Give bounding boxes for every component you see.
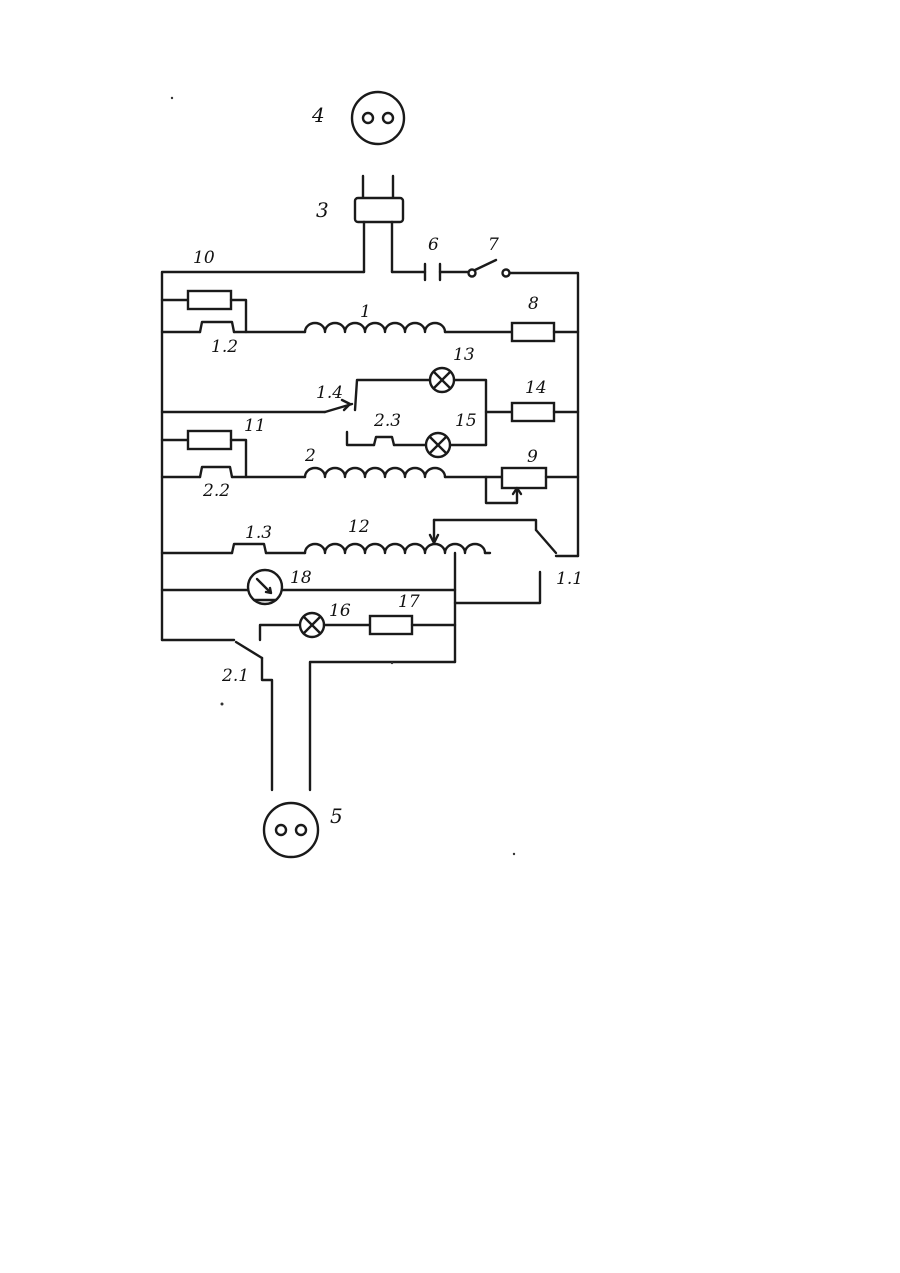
label-resistor-14: 14 bbox=[525, 378, 547, 398]
plug-5 bbox=[264, 803, 318, 857]
label-contact-1-1: 1.1 bbox=[556, 569, 583, 589]
plug-4 bbox=[352, 92, 404, 144]
label-plug-5: 5 bbox=[330, 804, 343, 828]
label-coil-12: 12 bbox=[348, 517, 370, 537]
resistor-14 bbox=[512, 403, 554, 421]
coil-1 bbox=[305, 323, 445, 332]
rheostat-9 bbox=[502, 468, 546, 488]
label-contact-2-2: 2.2 bbox=[202, 481, 230, 501]
resistor-17 bbox=[370, 616, 412, 634]
resistor-11 bbox=[188, 431, 231, 449]
label-contact-1-3: 1.3 bbox=[245, 523, 272, 543]
label-resistor-17: 17 bbox=[398, 592, 420, 612]
label-connector-3: 3 bbox=[316, 198, 329, 222]
label-coil-1: 1 bbox=[360, 302, 371, 322]
resistor-8 bbox=[512, 323, 554, 341]
output-branch bbox=[162, 640, 455, 790]
label-contact-6: 6 bbox=[428, 235, 439, 255]
label-contact-2-3: 2.3 bbox=[373, 411, 401, 431]
label-lamp-15: 15 bbox=[455, 411, 477, 431]
connector-3 bbox=[355, 198, 403, 222]
label-lamp-16: 16 bbox=[329, 601, 351, 621]
coil-2 bbox=[305, 468, 445, 477]
label-plug-4: 4 bbox=[311, 103, 325, 127]
label-contact-1-4: 1.4 bbox=[316, 383, 343, 403]
supply-cable bbox=[355, 176, 403, 272]
label-node-10: 10 bbox=[193, 248, 215, 268]
coil-12 bbox=[305, 544, 485, 553]
branch-lamp-16 bbox=[260, 613, 455, 640]
label-switch-7: 7 bbox=[488, 235, 499, 255]
label-coil-2: 2 bbox=[304, 446, 316, 466]
label-resistor-8: 8 bbox=[528, 294, 539, 314]
label-resistor-11: 11 bbox=[244, 416, 266, 436]
resistor-upper-left bbox=[188, 291, 231, 309]
label-contact-2-1: 2.1 bbox=[221, 666, 249, 686]
label-lamp-13: 13 bbox=[453, 345, 475, 365]
label-rheostat-9: 9 bbox=[527, 447, 538, 467]
label-contact-1-2: 1.2 bbox=[211, 337, 238, 357]
label-meter-18: 18 bbox=[290, 568, 312, 588]
